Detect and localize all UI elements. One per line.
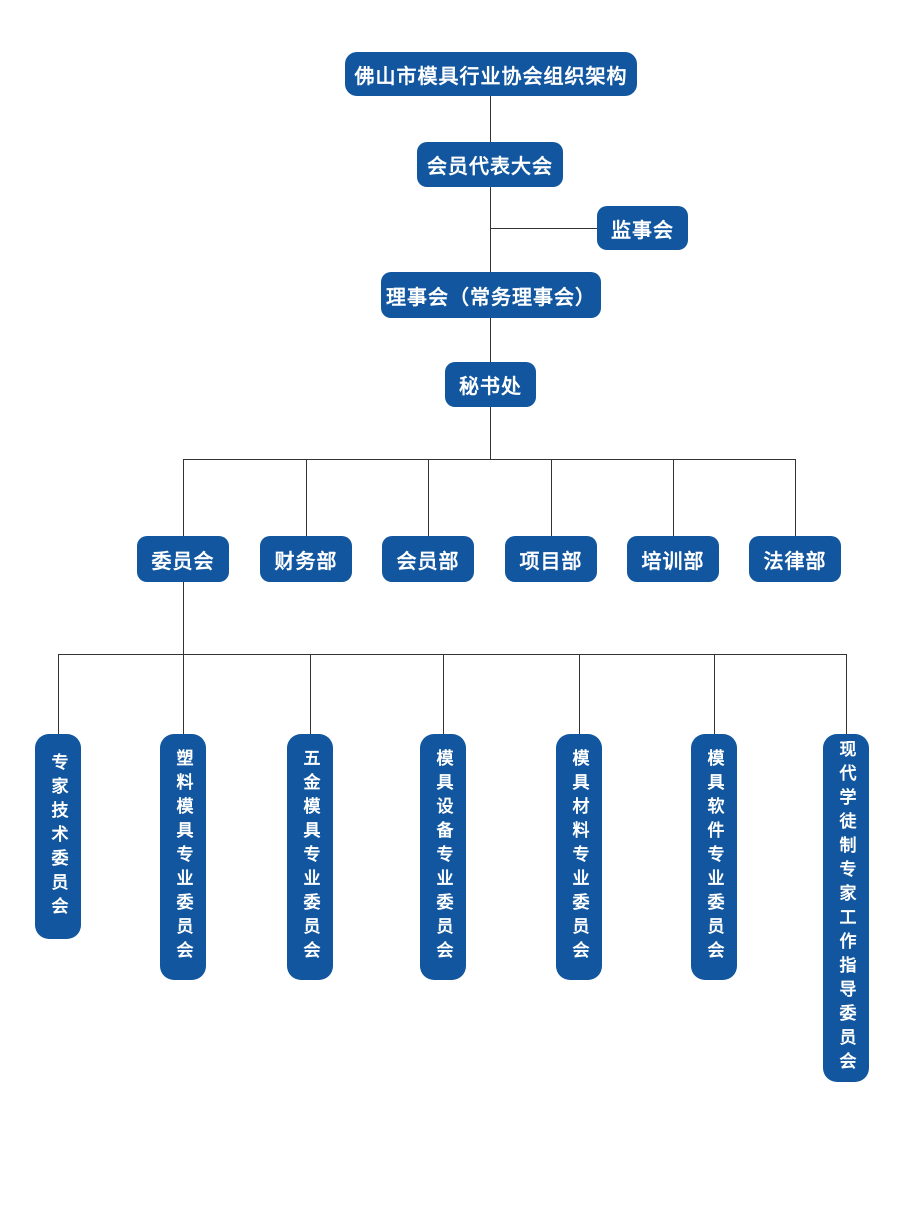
node-committee-apprenticeship: 现代学徒制专家工作指导委员会: [823, 734, 869, 1082]
node-committee-mold-software: 模具软件专业委员会: [691, 734, 737, 980]
node-member-assembly: 会员代表大会: [417, 142, 563, 187]
committee-label: 模具材料专业委员会: [569, 749, 589, 965]
node-council: 理事会（常务理事会）: [381, 272, 601, 318]
node-committee-plastic-mold: 塑料模具专业委员会: [160, 734, 206, 980]
node-dept-legal: 法律部: [749, 536, 841, 582]
connector-department-bus: [183, 459, 795, 460]
connector-drop-expert-tech: [58, 654, 59, 734]
node-committee-mold-equipment: 模具设备专业委员会: [420, 734, 466, 980]
connector-secretariat-stem: [490, 407, 491, 459]
connector-drop-legal: [795, 459, 796, 536]
connector-drop-apprenticeship: [846, 654, 847, 734]
connector-drop-plastic-mold: [183, 654, 184, 734]
node-committee-hardware-mold: 五金模具专业委员会: [287, 734, 333, 980]
node-dept-finance: 财务部: [260, 536, 352, 582]
node-secretariat: 秘书处: [445, 362, 536, 407]
connector-drop-mold-equipment: [443, 654, 444, 734]
committee-label: 五金模具专业委员会: [300, 749, 320, 965]
node-dept-training: 培训部: [627, 536, 719, 582]
connector-drop-mold-software: [714, 654, 715, 734]
node-dept-membership: 会员部: [382, 536, 474, 582]
connector-root-assembly: [490, 96, 491, 142]
committee-label: 塑料模具专业委员会: [173, 749, 193, 965]
node-root-title: 佛山市模具行业协会组织架构: [345, 52, 637, 96]
connector-council-secretariat: [490, 318, 491, 362]
node-committee-mold-materials: 模具材料专业委员会: [556, 734, 602, 980]
connector-drop-finance: [306, 459, 307, 536]
connector-drop-training: [673, 459, 674, 536]
connector-assembly-council: [490, 187, 491, 272]
connector-supervisory-branch: [490, 228, 597, 229]
committee-label: 现代学徒制专家工作指导委员会: [836, 740, 856, 1076]
connector-drop-membership: [428, 459, 429, 536]
connector-drop-mold-materials: [579, 654, 580, 734]
connector-drop-committee-dept: [183, 459, 184, 536]
node-supervisory-board: 监事会: [597, 206, 688, 250]
connector-committee-bus: [58, 654, 846, 655]
committee-label: 模具软件专业委员会: [704, 749, 724, 965]
connector-committee-stem: [183, 582, 184, 654]
node-dept-projects: 项目部: [505, 536, 597, 582]
connector-drop-projects: [551, 459, 552, 536]
node-dept-committee: 委员会: [137, 536, 229, 582]
node-committee-expert-tech: 专家技术委员会: [35, 734, 81, 939]
committee-label: 模具设备专业委员会: [433, 749, 453, 965]
connector-drop-hardware-mold: [310, 654, 311, 734]
committee-label: 专家技术委员会: [48, 752, 68, 921]
